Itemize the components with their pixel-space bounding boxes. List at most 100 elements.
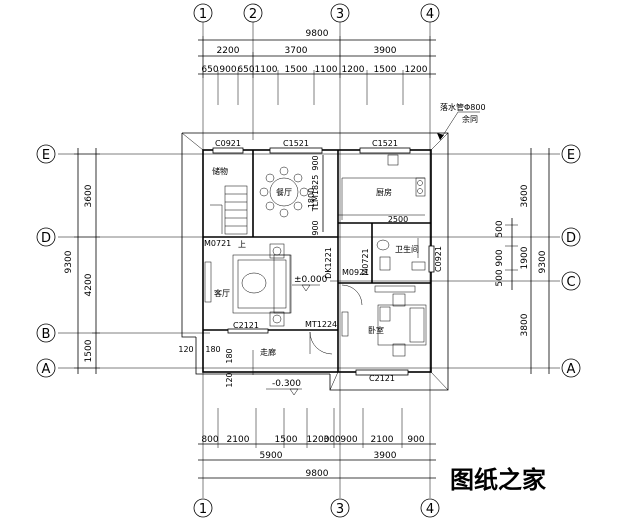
- dim-top-detail: 1200: [342, 65, 365, 75]
- axis-bubble-A-right: A: [561, 358, 581, 378]
- dim-left-segment: 3600: [84, 184, 94, 207]
- axis-bubble-3-bottom: 3: [330, 498, 350, 518]
- dim-bottom-total: 9800: [306, 469, 329, 479]
- door-label-dk1221: DK1221: [324, 247, 333, 279]
- dim-right-total: 9300: [538, 250, 548, 273]
- dim-bottom-segment: 3900: [374, 451, 397, 461]
- axis-label: 1: [199, 7, 207, 22]
- dim-top-detail: 1200: [405, 65, 428, 75]
- axis-label: 4: [426, 7, 434, 22]
- dim-bottom-detail: 300: [323, 435, 340, 445]
- dim-right-segment: 1900: [520, 246, 530, 269]
- axis-label: 4: [426, 502, 434, 517]
- outdoor-level: -0.300: [272, 379, 301, 389]
- dining-room: 餐厅 TLM1825 900 1800 900: [259, 155, 324, 236]
- room-label-dining: 餐厅: [276, 188, 292, 197]
- room-label-storage: 储物: [212, 166, 228, 176]
- downpipe-label: 落水管Φ800: [440, 102, 486, 112]
- bedroom-room: M0921 卧室 C2121: [341, 268, 427, 383]
- window-label: C1521: [283, 139, 309, 148]
- axis-label: 1: [199, 502, 207, 517]
- dim-bottom-detail: 1200: [307, 435, 330, 445]
- door-label-m0921: M0921: [342, 268, 369, 277]
- dim-entry: 120: [178, 345, 193, 354]
- watermark: 图纸之家: [450, 466, 546, 494]
- window-label: C0921: [215, 139, 241, 148]
- dim-bottom-segment: 5900: [260, 451, 283, 461]
- dim-right-detail: 900: [495, 249, 505, 266]
- axis-label: A: [42, 362, 51, 377]
- door-label-m0721: M0721: [204, 239, 231, 248]
- dim-top-segment: 2200: [217, 46, 240, 56]
- axis-label: A: [567, 362, 576, 377]
- dim-bottom-detail: 1500: [275, 435, 298, 445]
- corridor: 走廊 120 180 180 120 -0.300: [178, 345, 302, 396]
- axis-bubble-D-left: D: [36, 227, 56, 247]
- axis-bubble-A-left: A: [36, 358, 56, 378]
- room-label-living: 客厅: [214, 288, 230, 298]
- storage-room: 储物 上 M0721: [204, 166, 248, 249]
- axis-label: 3: [336, 502, 344, 517]
- floor-level: ±0.000: [294, 275, 328, 285]
- axis-bubble-4-top: 4: [420, 3, 440, 23]
- axis-bubble-2-top: 2: [243, 3, 263, 23]
- axis-bubble-C-right: C: [561, 271, 581, 291]
- window-label-c0921: C0921: [434, 246, 443, 272]
- living-room: 客厅 ±0.000 DK1221 C2121 MT1224: [204, 243, 337, 355]
- window-c1521-dining: C1521: [269, 139, 323, 154]
- axis-bubble-1-bottom: 1: [193, 498, 213, 518]
- bottom-dimensions: 800 2100 1500 1200 300 900 2100 900 5900…: [198, 408, 436, 479]
- dim-entry-vertical: 120: [225, 372, 234, 387]
- dim-top-detail: 1100: [315, 65, 338, 75]
- dim-right-detail: 500: [495, 220, 505, 237]
- dim-entry: 180: [205, 345, 220, 354]
- axis-bubble-1-top: 1: [193, 3, 213, 23]
- room-label-bathroom: 卫生间: [395, 244, 419, 254]
- window-label-c2121: C2121: [233, 321, 259, 330]
- dim-entry-vertical: 180: [225, 348, 234, 363]
- axis-lines: [58, 22, 560, 498]
- room-label-bedroom: 卧室: [368, 325, 384, 335]
- dim-left-segment: 1500: [84, 339, 94, 362]
- top-dimensions: 9800 2200 3700 3900 650 900 650 1100 150…: [198, 29, 436, 105]
- door-label-tlm1825: TLM1825: [311, 175, 320, 213]
- axis-bubble-E-left: E: [36, 144, 56, 164]
- axis-label: D: [41, 231, 51, 246]
- dim-top-detail: 900: [219, 65, 236, 75]
- stair-up-label: 上: [238, 240, 246, 249]
- room-label-corridor: 走廊: [260, 347, 276, 357]
- dim-stair-900: 900: [311, 155, 320, 170]
- downpipe-annotation: 落水管Φ800 余同: [437, 102, 486, 141]
- dim-top-detail: 650: [237, 65, 254, 75]
- axis-label: C: [566, 275, 575, 290]
- window-c1521-kitchen: C1521: [359, 139, 411, 154]
- dim-top-total: 9800: [306, 29, 329, 39]
- axis-label: E: [42, 148, 50, 163]
- axis-label: B: [42, 327, 51, 342]
- axis-bubble-B-left: B: [36, 323, 56, 343]
- dim-top-detail: 650: [201, 65, 218, 75]
- dim-bottom-detail: 2100: [371, 435, 394, 445]
- dim-bottom-detail: 2100: [227, 435, 250, 445]
- axis-label: 3: [336, 7, 344, 22]
- dim-top-segment: 3700: [285, 46, 308, 56]
- door-label-mt1224: MT1224: [305, 320, 337, 329]
- dim-left-total: 9300: [64, 250, 74, 273]
- downpipe-note: 余同: [462, 114, 478, 124]
- axis-bubble-3-top: 3: [330, 3, 350, 23]
- left-dimensions: 9300 3600 4200 1500: [64, 148, 100, 374]
- axis-label: D: [566, 231, 576, 246]
- dim-stair-900b: 900: [311, 220, 320, 235]
- axis-bubble-D-right: D: [561, 227, 581, 247]
- dim-kitchen-width: 2500: [388, 215, 408, 224]
- axis-label: 2: [249, 7, 257, 22]
- axis-bubble-4-bottom: 4: [420, 498, 440, 518]
- dim-bottom-detail: 900: [407, 435, 424, 445]
- dim-top-detail: 1100: [255, 65, 278, 75]
- dim-bottom-detail: 800: [201, 435, 218, 445]
- kitchen-room: 厨房 2500: [372, 154, 428, 224]
- axis-label: E: [567, 148, 575, 163]
- dim-right-detail: 500: [495, 269, 505, 286]
- dim-left-segment: 4200: [84, 273, 94, 296]
